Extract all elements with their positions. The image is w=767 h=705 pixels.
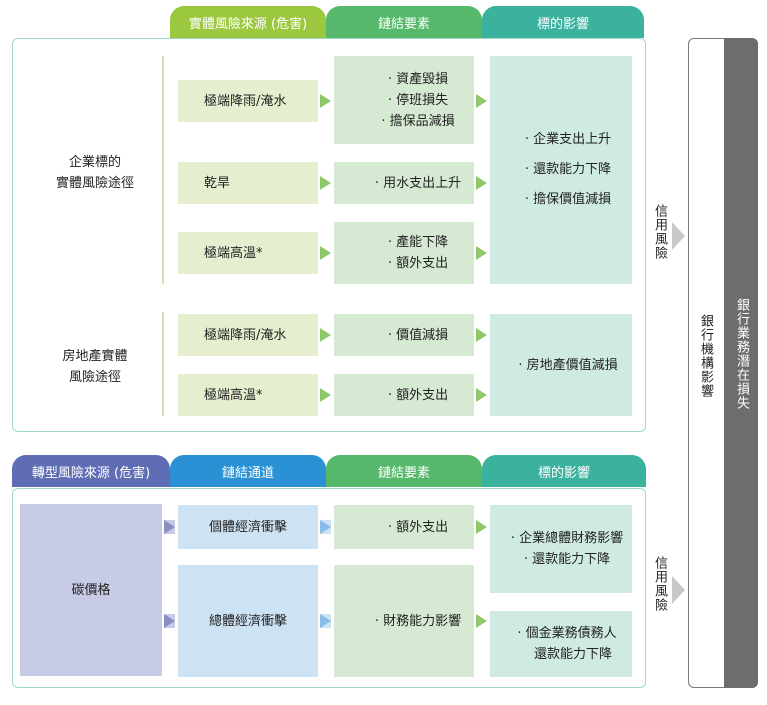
element-item: · 價值減損 xyxy=(387,327,449,343)
channel-macro: 總體經濟衝擊 xyxy=(178,565,318,677)
hazard-heat-realestate: 極端高溫* xyxy=(178,374,318,416)
pathway-realestate-line2: 風險途徑 xyxy=(68,370,121,385)
arrow-drought xyxy=(320,176,331,190)
pathway-realestate-label: 房地產實體 風險途徑 xyxy=(40,346,150,388)
transition-source-carbon-price: 碳價格 xyxy=(20,504,162,676)
impact-item: · 個金業務債務人 xyxy=(517,626,617,641)
element-item: · 額外支出 xyxy=(387,256,449,271)
header-physical-element: 鏈結要素 xyxy=(326,6,482,38)
arrow-flood-realestate xyxy=(320,328,331,342)
arrow-channel-macro xyxy=(320,614,331,628)
element-flood-corporate: · 資產毀損 · 停班損失 · 擔保品減損 xyxy=(334,56,474,144)
arrow-source-micro xyxy=(164,520,175,534)
hazard-flood-realestate: 極端降雨/淹水 xyxy=(178,314,318,356)
element-item: · 用水支出上升 xyxy=(374,175,462,191)
element-heat-realestate: · 額外支出 xyxy=(334,374,474,416)
element-item: · 停班損失 xyxy=(387,92,449,108)
impact-retail-debtor: · 個金業務債務人 還款能力下降 xyxy=(490,611,632,677)
arrow-heat-corporate xyxy=(320,246,331,260)
pathway-corporate-divider xyxy=(162,56,164,284)
pathway-realestate-line1: 房地產實體 xyxy=(62,349,128,364)
impact-item: · 還款能力下降 xyxy=(524,162,612,177)
arrow-element-macro xyxy=(476,614,487,628)
impact-item: · 企業支出上升 xyxy=(524,132,612,147)
pathway-realestate-divider xyxy=(162,312,164,416)
element-item: · 資產毀損 xyxy=(387,71,449,87)
element-item: · 產能下降 xyxy=(387,235,449,250)
header-transition-impact: 標的影響 xyxy=(482,455,646,487)
pathway-corporate-line1: 企業標的 xyxy=(68,155,121,170)
impact-item: 還款能力下降 xyxy=(533,647,612,662)
pathway-corporate-line2: 實體風險途徑 xyxy=(55,176,134,191)
element-item: · 額外支出 xyxy=(387,387,449,403)
channel-micro: 個體經濟衝擊 xyxy=(178,505,318,549)
arrow-source-macro xyxy=(164,614,175,628)
arrow-credit-risk-transition xyxy=(672,576,685,604)
impact-item: · 還款能力下降 xyxy=(523,552,611,567)
arrow-element-heat-corporate xyxy=(476,246,487,260)
bank-loss-label: 銀行業務潛在損失 xyxy=(734,298,749,410)
pathway-corporate-label: 企業標的 實體風險途徑 xyxy=(40,152,150,194)
header-transition-element: 鏈結要素 xyxy=(326,455,482,487)
impact-item: · 房地產價值減損 xyxy=(518,357,618,373)
element-heat-corporate: · 產能下降 · 額外支出 xyxy=(334,222,474,284)
element-micro: · 額外支出 xyxy=(334,505,474,549)
arrow-element-flood-corporate xyxy=(476,94,487,108)
hazard-heat-corporate: 極端高溫* xyxy=(178,232,318,274)
header-transition-source: 轉型風險來源 (危害) xyxy=(12,455,170,487)
element-flood-realestate: · 價值減損 xyxy=(334,314,474,356)
impact-realestate: · 房地產價值減損 xyxy=(490,314,632,416)
arrow-heat-realestate xyxy=(320,388,331,402)
arrow-element-drought xyxy=(476,176,487,190)
header-physical-impact: 標的影響 xyxy=(482,6,644,38)
credit-risk-physical-label: 信用風險 xyxy=(652,204,667,260)
arrow-element-flood-realestate xyxy=(476,328,487,342)
element-item: · 擔保品減損 xyxy=(381,113,455,129)
credit-risk-transition-label: 信用風險 xyxy=(652,556,667,612)
arrow-flood-corporate xyxy=(320,94,331,108)
header-transition-channel: 鏈結通道 xyxy=(170,455,326,487)
header-physical-source: 實體風險來源 (危害) xyxy=(170,6,326,38)
bank-impact-label: 銀行機構影響 xyxy=(698,314,713,398)
impact-corporate-financial: · 企業總體財務影響 · 還款能力下降 xyxy=(490,505,632,593)
impact-item: · 擔保價值減損 xyxy=(524,192,612,207)
arrow-element-heat-realestate xyxy=(476,388,487,402)
hazard-flood-corporate: 極端降雨/淹水 xyxy=(178,80,318,122)
element-drought: · 用水支出上升 xyxy=(334,162,474,204)
bank-loss-bar xyxy=(724,38,758,688)
arrow-credit-risk-physical xyxy=(672,222,685,250)
element-item: · 財務能力影響 xyxy=(374,613,462,629)
impact-corporate: · 企業支出上升 · 還款能力下降 · 擔保價值減損 xyxy=(490,56,632,284)
impact-item: · 企業總體財務影響 xyxy=(510,531,624,546)
element-macro: · 財務能力影響 xyxy=(334,565,474,677)
arrow-element-micro xyxy=(476,520,487,534)
element-item: · 額外支出 xyxy=(387,519,449,535)
hazard-drought: 乾旱 xyxy=(178,162,318,204)
arrow-channel-micro xyxy=(320,520,331,534)
